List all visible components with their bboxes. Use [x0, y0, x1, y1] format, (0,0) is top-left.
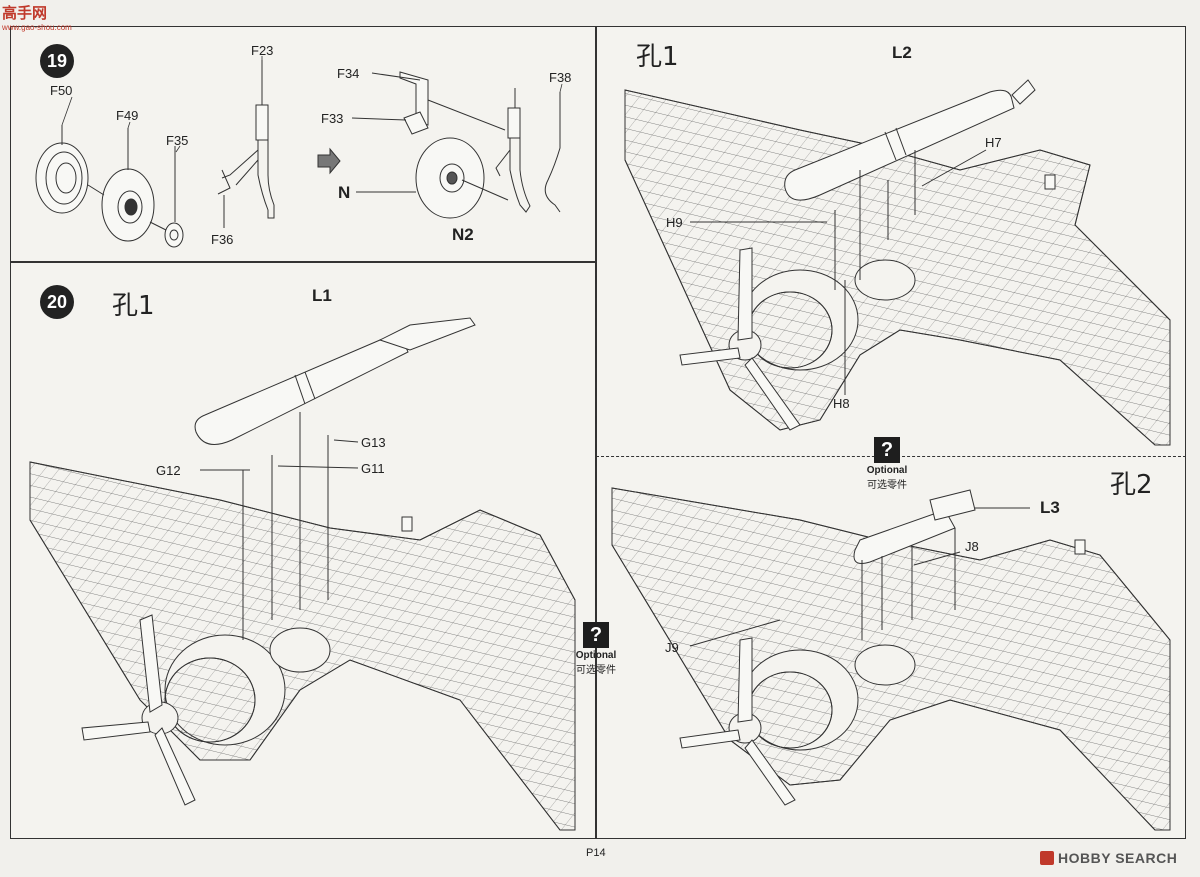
part-label-l2: L2: [892, 43, 912, 62]
part-label-g13: G13: [361, 435, 386, 450]
part-label-h8: H8: [833, 396, 850, 411]
part-label-j9: J9: [665, 640, 679, 655]
strut-f23-drawing: [217, 60, 275, 228]
watermark-top: 高手网 www.gao-shou.com: [2, 2, 72, 32]
optional-label-en: Optional: [575, 650, 617, 661]
part-label-f35: F35: [166, 133, 189, 148]
optional-label-cn: 可选零件: [576, 665, 616, 676]
watermark-brand-cn: 高手网: [2, 4, 48, 22]
part-label-f36: F36: [211, 232, 234, 247]
hole-label-step-20: 孔1: [112, 291, 155, 321]
step-number-19: 19: [40, 44, 74, 78]
part-label-l1: L1: [312, 286, 332, 305]
assembled-gear-n2-drawing: [351, 71, 561, 219]
part-label-f50: F50: [50, 83, 73, 98]
page-number: P14: [586, 847, 606, 859]
part-label-f23: F23: [251, 43, 274, 58]
step-number-20: 20: [40, 285, 74, 319]
part-label-g11: G11: [361, 461, 385, 476]
optional-badge-top: ? Optional 可选零件: [852, 437, 922, 491]
part-label-h7: H7: [985, 135, 1002, 150]
part-label-f38: F38: [549, 70, 572, 85]
watermark-brand: HOBBY SEARCH: [1058, 850, 1178, 866]
part-label-n2: N2: [452, 225, 474, 244]
watermark-url: www.gao-shou.com: [2, 23, 72, 32]
optional-question-icon: ?: [583, 622, 609, 648]
aircraft-bottom-right-drawing: [611, 487, 1171, 831]
optional-question-icon: ?: [874, 437, 900, 463]
optional-label-cn: 可选零件: [867, 480, 907, 491]
aircraft-step-20-drawing: [29, 461, 576, 831]
wheel-f50-drawing: [35, 125, 89, 214]
part-label-f49: F49: [116, 108, 139, 123]
part-label-j8: J8: [965, 539, 979, 554]
hobby-search-logo-icon: [1040, 851, 1054, 865]
part-label-f33: F33: [321, 111, 344, 126]
part-label-n: N: [338, 183, 351, 202]
part-label-h9: H9: [666, 215, 683, 230]
wheel-f49-drawing: [87, 128, 155, 242]
hole-label-top-right: 孔1: [636, 42, 679, 72]
part-label-f34: F34: [337, 66, 360, 81]
torpedo-l2-drawing: [690, 79, 1036, 395]
hub-f35-drawing: [149, 146, 184, 248]
drop-tank-l3-drawing: [689, 489, 1030, 647]
optional-badge-left: ? Optional 可选零件: [561, 622, 631, 676]
optional-label-en: Optional: [866, 465, 908, 476]
part-label-g12: G12: [156, 463, 181, 478]
hole-label-bottom-right: 孔2: [1110, 470, 1153, 500]
aircraft-top-right-drawing: [624, 89, 1171, 446]
arrow-right-icon: [317, 147, 341, 175]
bomb-l1-drawing: [194, 317, 476, 640]
part-label-l3: L3: [1040, 498, 1060, 517]
watermark-bottom: HOBBY SEARCH: [1040, 850, 1177, 866]
